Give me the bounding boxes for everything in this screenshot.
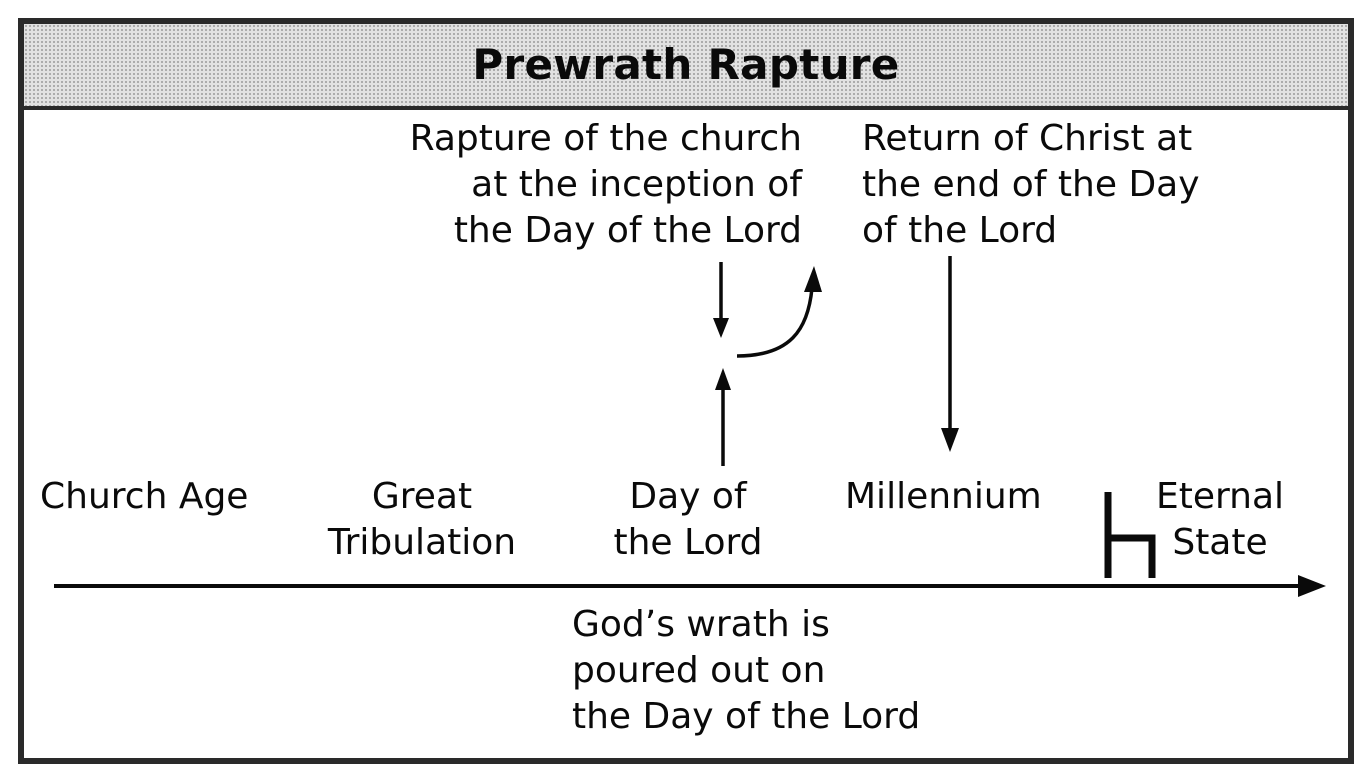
timeline-church-age: Church Age [40,476,249,517]
return-annotation: Return of Christ at the end of the Day o… [862,118,1200,251]
title-band: Prewrath Rapture [24,24,1348,110]
rapture-down-arrow-icon [713,262,729,338]
timeline-arrow-icon [54,575,1326,597]
diagram-frame: Prewrath Rapture [18,18,1354,764]
return-down-arrow-icon [941,256,959,452]
timeline-day-of-the-lord: Day of the Lord [613,476,763,563]
rapture-curved-arrow-icon [736,266,822,358]
diagram-title: Prewrath Rapture [472,40,900,89]
timeline-eternal-state: Eternal State [1155,476,1285,563]
eternal-state-marker-icon [1104,492,1156,578]
wrath-annotation: God’s wrath is poured out on the Day of … [572,604,921,737]
rapture-annotation: Rapture of the church at the inception o… [409,118,802,251]
timeline-great-tribulation: Great Tribulation [327,476,517,563]
rapture-up-arrow-icon [715,368,731,466]
timeline-millennium: Millennium [845,476,1042,517]
